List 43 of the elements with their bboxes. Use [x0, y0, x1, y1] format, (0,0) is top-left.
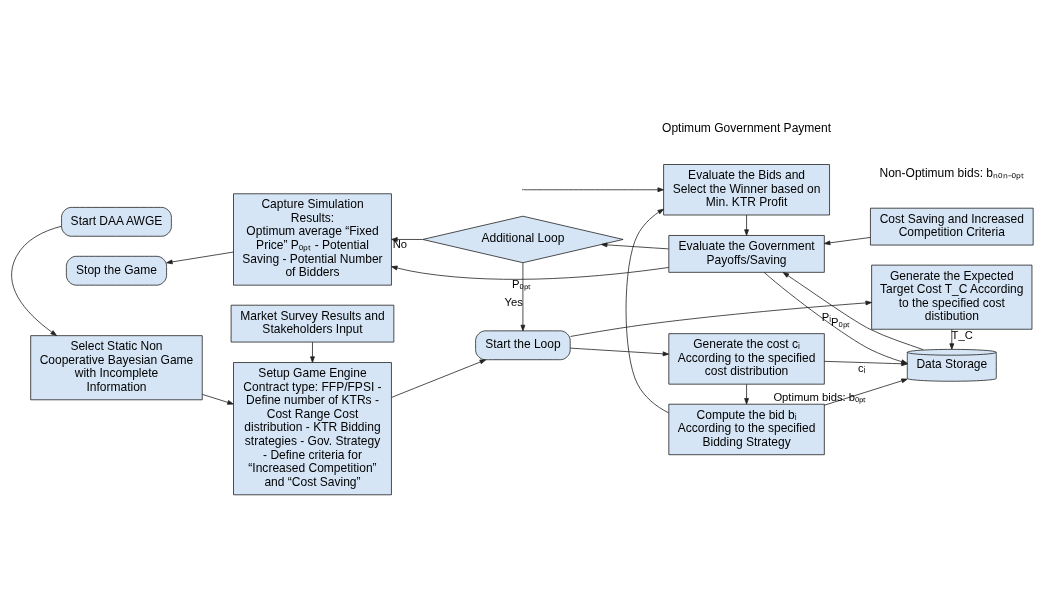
arrow: [391, 265, 670, 280]
arrow: [310, 341, 315, 363]
node-box: Generate the Expected Target Cost T_C According to the specified cost distibution: [871, 264, 1033, 330]
arrow: [166, 251, 234, 264]
arrow: [625, 208, 670, 413]
arrow: [823, 236, 871, 245]
arrow: [569, 347, 670, 356]
arrow: [520, 262, 526, 331]
arrow: [949, 328, 955, 350]
arrow: [11, 225, 62, 336]
arrow: [570, 300, 872, 337]
node-diamond: Additional Loop: [422, 215, 624, 263]
edge-label: No: [392, 237, 408, 250]
arrow: [201, 393, 234, 405]
node-box: Cost Saving and Increased Competition Criteria: [870, 207, 1034, 245]
edge-label: Yes: [504, 295, 523, 308]
edge-label: cᵢ: [858, 361, 866, 374]
arrow: [782, 271, 924, 350]
arrow: [744, 214, 749, 236]
label: Optimum Government Payment: [662, 120, 832, 135]
node-box: Capture Simulation Results: Optimum average “Fixed Price” Pₒₚₜ - Potential Saving - Potential Number of Bidders: [233, 192, 392, 286]
arrow: [391, 358, 487, 398]
node-box: Generate the cost cᵢ According to the specified cost distribution: [668, 332, 825, 385]
node-box: Setup Game Engine Contract type: FFP/FPSI - Define number of KTRs - Cost Range Cost distribution - KTR Bidding strategies - Gov. Strategy - Define criteria for “Increased Competition” and “Cost Saving”: [233, 361, 392, 495]
node-box: Select Static Non Cooperative Bayesian Game with Incomplete Information: [30, 334, 203, 400]
label: Non-Optimum bids: bₙₒₙ₋ₒₚₜ: [879, 165, 1025, 180]
arrow: [523, 186, 664, 192]
node-box: Evaluate the Bids and Select the Winner based on Min. KTR Profit: [663, 163, 830, 215]
arrow: [744, 383, 749, 404]
arrow: [823, 378, 908, 406]
node-box: Start the Loop: [475, 329, 571, 360]
node-box: Market Survey Results and Stakeholders Input: [230, 304, 395, 342]
node-box: Start DAA AWGE: [61, 206, 172, 237]
edge-label: Pₒₚₜ: [512, 277, 531, 290]
node-box: Evaluate the Government Payoffs/Saving: [668, 234, 825, 273]
node-box: Stop the Game: [65, 255, 167, 286]
arrow: [391, 236, 423, 242]
edge-label: T_C: [951, 328, 973, 341]
node-box: Compute the bid bᵢ According to the specified Bidding Strategy: [668, 403, 825, 455]
arrow: [601, 242, 669, 249]
edge-label: Optimum bids: bₒₚₜ: [773, 390, 867, 403]
edge-label: Pₒₚₜ: [831, 315, 850, 328]
edge-label: Pᵢ: [821, 310, 831, 323]
